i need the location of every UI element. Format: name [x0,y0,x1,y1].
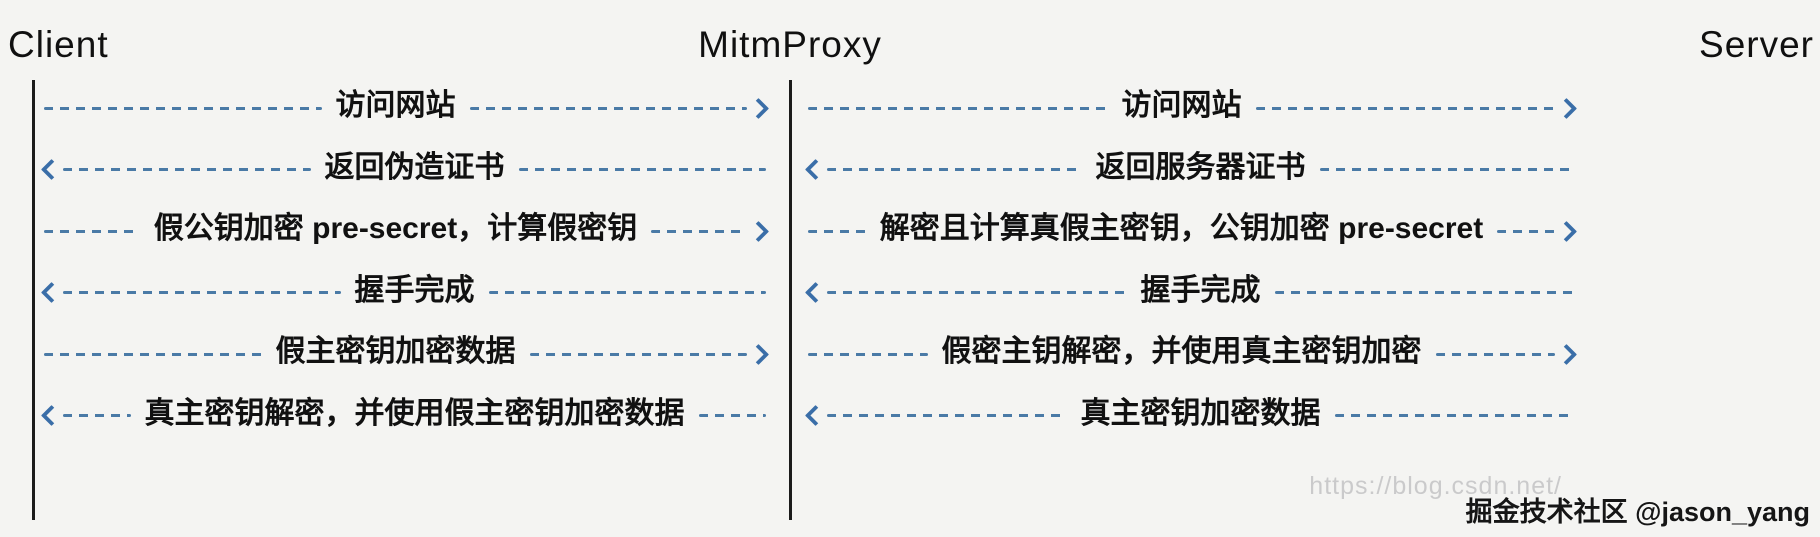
message-label: 返回服务器证书 [1095,150,1306,184]
arrow-left-icon [804,405,827,427]
actor-client-label: Client [8,24,109,65]
mitmproxy-lifeline [789,80,792,520]
message-label: 真主密钥解密，并使用假主密钥加密数据 [144,396,685,430]
message-fake-masterkey-encrypt: 假主密钥加密数据 [44,334,770,374]
arrow-right-icon [1555,220,1578,242]
dashed-line [827,291,1127,295]
dashed-line [808,352,928,356]
csdn-url-watermark: https://blog.csdn.net/ [1309,472,1562,500]
dashed-line [518,168,766,172]
dashed-line [44,106,322,110]
message-label: 假主密钥加密数据 [275,335,516,369]
client-lifeline [32,80,35,520]
dashed-line [698,414,766,418]
dashed-line [529,352,747,356]
dashed-line [488,291,766,295]
dashed-line [808,229,866,233]
message-visit-site: 访问网站 [44,88,770,128]
message-label: 假公钥加密 pre-secret，计算假密钥 [153,212,638,246]
dashed-line [1334,414,1574,418]
arrow-left-icon [40,282,63,304]
arrow-left-icon [40,405,63,427]
message-label: 访问网站 [335,89,456,122]
message-label: 握手完成 [354,273,475,307]
message-label: 真主密钥加密数据 [1080,396,1321,430]
message-label: 假密主钥解密，并使用真主密钥加密 [941,335,1422,369]
actor-server-label: Server [1699,24,1814,65]
message-handshake-done: 握手完成 [40,273,766,313]
message-visit-site: 访问网站 [808,88,1578,128]
dashed-line [44,229,140,233]
dashed-line [1319,168,1574,172]
message-return-fake-cert: 返回伪造证书 [40,150,766,190]
arrow-right-icon [747,97,770,119]
arrow-left-icon [804,282,827,304]
message-label: 返回伪造证书 [324,150,505,184]
dashed-line [827,414,1067,418]
dashed-line [1435,352,1555,356]
arrow-right-icon [1555,343,1578,365]
dashed-line [808,106,1108,110]
dashed-line [63,168,311,172]
author-watermark-badge: 掘金技术社区 @jason_yang [1465,497,1810,527]
message-decrypt-compute-keys: 解密且计算真假主密钥，公钥加密 pre-secret [808,211,1578,251]
client-mitmproxy-messages: 访问网站 返回伪造证书 假公钥加密 pre-secret，计算假密钥 握手完成 … [40,88,770,436]
message-fake-decrypt-real-encrypt: 假密主钥解密，并使用真主密钥加密 [808,334,1578,374]
dashed-line [63,414,131,418]
mitmproxy-server-messages: 访问网站 返回服务器证书 解密且计算真假主密钥，公钥加密 pre-secret … [804,88,1578,436]
message-label: 握手完成 [1140,273,1261,307]
dashed-line [44,352,262,356]
message-return-server-cert: 返回服务器证书 [804,150,1574,190]
arrow-left-icon [804,158,827,181]
message-label: 解密且计算真假主密钥，公钥加密 pre-secret [879,212,1484,246]
dashed-line [1497,229,1556,233]
arrow-right-icon [747,220,770,242]
actor-mitmproxy-label: MitmProxy [698,24,882,65]
arrow-right-icon [1555,97,1578,119]
dashed-line [651,229,748,233]
message-fake-pubkey-presecret: 假公钥加密 pre-secret，计算假密钥 [44,211,770,251]
arrow-right-icon [747,343,770,365]
message-label: 访问网站 [1121,89,1242,122]
dashed-line [1274,291,1574,295]
dashed-line [1255,106,1555,110]
message-real-decrypt-fake-encrypt: 真主密钥解密，并使用假主密钥加密数据 [40,396,766,436]
dashed-line [63,291,341,295]
arrow-left-icon [40,158,63,181]
message-real-masterkey-data: 真主密钥加密数据 [804,396,1574,436]
dashed-line [827,168,1082,172]
dashed-line [469,106,747,110]
message-handshake-done: 握手完成 [804,273,1574,313]
